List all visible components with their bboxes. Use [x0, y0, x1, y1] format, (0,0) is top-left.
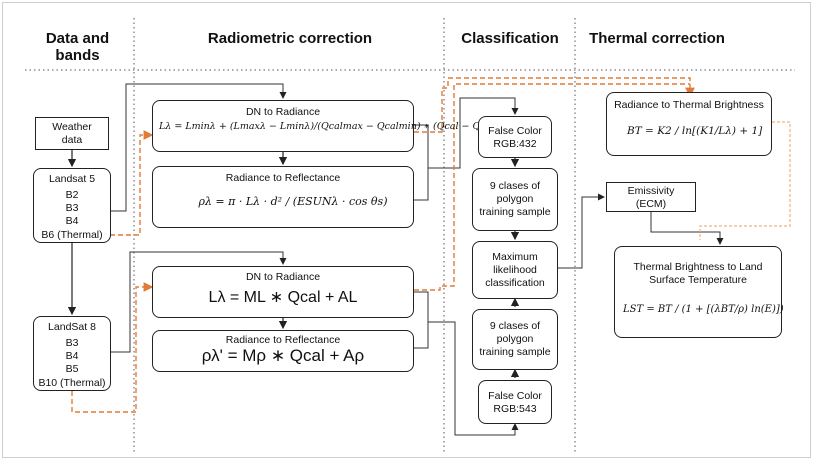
diagram-frame	[2, 2, 811, 458]
landsat8-band: B4	[65, 350, 79, 362]
radiance-to-reflectance-box-1: Radiance to Reflectance ρλ = π · Lλ · d²…	[152, 166, 414, 228]
header-thermal: Thermal correction	[589, 30, 725, 47]
landsat5-band: B2	[65, 189, 79, 201]
header-radiometric: Radiometric correction	[207, 30, 373, 47]
radiance-to-thermal-brightness-box: Radiance to Thermal Brightness BT = K2 /…	[606, 92, 772, 156]
training-sample-box-1: 9 clases of polygon training sample	[472, 168, 558, 231]
landsat8-thermal: B10 (Thermal)	[38, 377, 106, 389]
dn2-formula: Lλ = ML ∗ Qcal + AL	[208, 289, 358, 306]
lst-title: Thermal Brightness to Land Surface Tempe…	[633, 261, 763, 286]
landsat5-thermal: B6 (Thermal)	[41, 229, 103, 241]
dn1-title: DN to Radiance	[245, 106, 321, 118]
maximum-likelihood-box: Maximum likelihood classification	[472, 241, 558, 299]
header-data-bands: Data and bands	[45, 30, 110, 64]
rr2-title: Radiance to Reflectance	[225, 334, 341, 346]
header-classification: Classification	[461, 30, 559, 47]
weather-data-box: Weather data	[35, 117, 109, 150]
landsat5-band: B3	[65, 202, 79, 214]
dn2-title: DN to Radiance	[245, 271, 321, 283]
radiance-to-reflectance-box-2: Radiance to Reflectance ρλ' = Mρ ∗ Qcal …	[152, 330, 414, 372]
lst-box: Thermal Brightness to Land Surface Tempe…	[614, 246, 784, 338]
landsat8-box: LandSat 8 B3 B4 B5 B10 (Thermal)	[33, 316, 111, 391]
rr1-formula: ρλ = π · Lλ · d² / (ESUNλ · cos θs)	[198, 195, 388, 208]
rr2-formula: ρλ' = Mρ ∗ Qcal + Aρ	[201, 346, 365, 365]
false-color-543-box: False Color RGB:543	[478, 380, 552, 424]
thermal-band-paths	[71, 77, 695, 413]
landsat5-band: B4	[65, 215, 79, 227]
training-sample-box-2: 9 clases of polygon training sample	[472, 309, 558, 370]
dn1-formula: Lλ = Lminλ + (Lmaxλ − Lminλ)/(Qcalmax − …	[159, 120, 516, 133]
landsat8-band: B3	[65, 337, 79, 349]
landsat8-title: LandSat 8	[48, 321, 96, 333]
rr1-title: Radiance to Reflectance	[225, 172, 341, 184]
landsat8-band: B5	[65, 363, 79, 375]
dn1-formula-text: Lλ = Lminλ + (Lmaxλ − Lminλ)/(Qcalmax − …	[159, 121, 517, 132]
landsat5-title: Landsat 5	[48, 173, 96, 185]
rtb-title: Radiance to Thermal Brightness	[614, 99, 764, 111]
dn-to-radiance-box-1: DN to Radiance Lλ = Lminλ + (Lmaxλ − Lmi…	[152, 100, 516, 152]
column-dividers	[25, 18, 795, 452]
dn-to-radiance-box-2: DN to Radiance Lλ = ML ∗ Qcal + AL	[152, 266, 414, 318]
emissivity-box: Emissivity (ECM)	[606, 182, 696, 212]
lst-formula: LST = BT / (1 + [(λBT/ρ) ln(E)])	[623, 304, 784, 315]
false-color-432-box: False Color RGB:432	[478, 116, 552, 158]
landsat5-box: Landsat 5 B2 B3 B4 B6 (Thermal)	[33, 168, 111, 243]
rtb-formula: BT = K2 / ln[(K1/Lλ) + 1]	[627, 125, 763, 137]
